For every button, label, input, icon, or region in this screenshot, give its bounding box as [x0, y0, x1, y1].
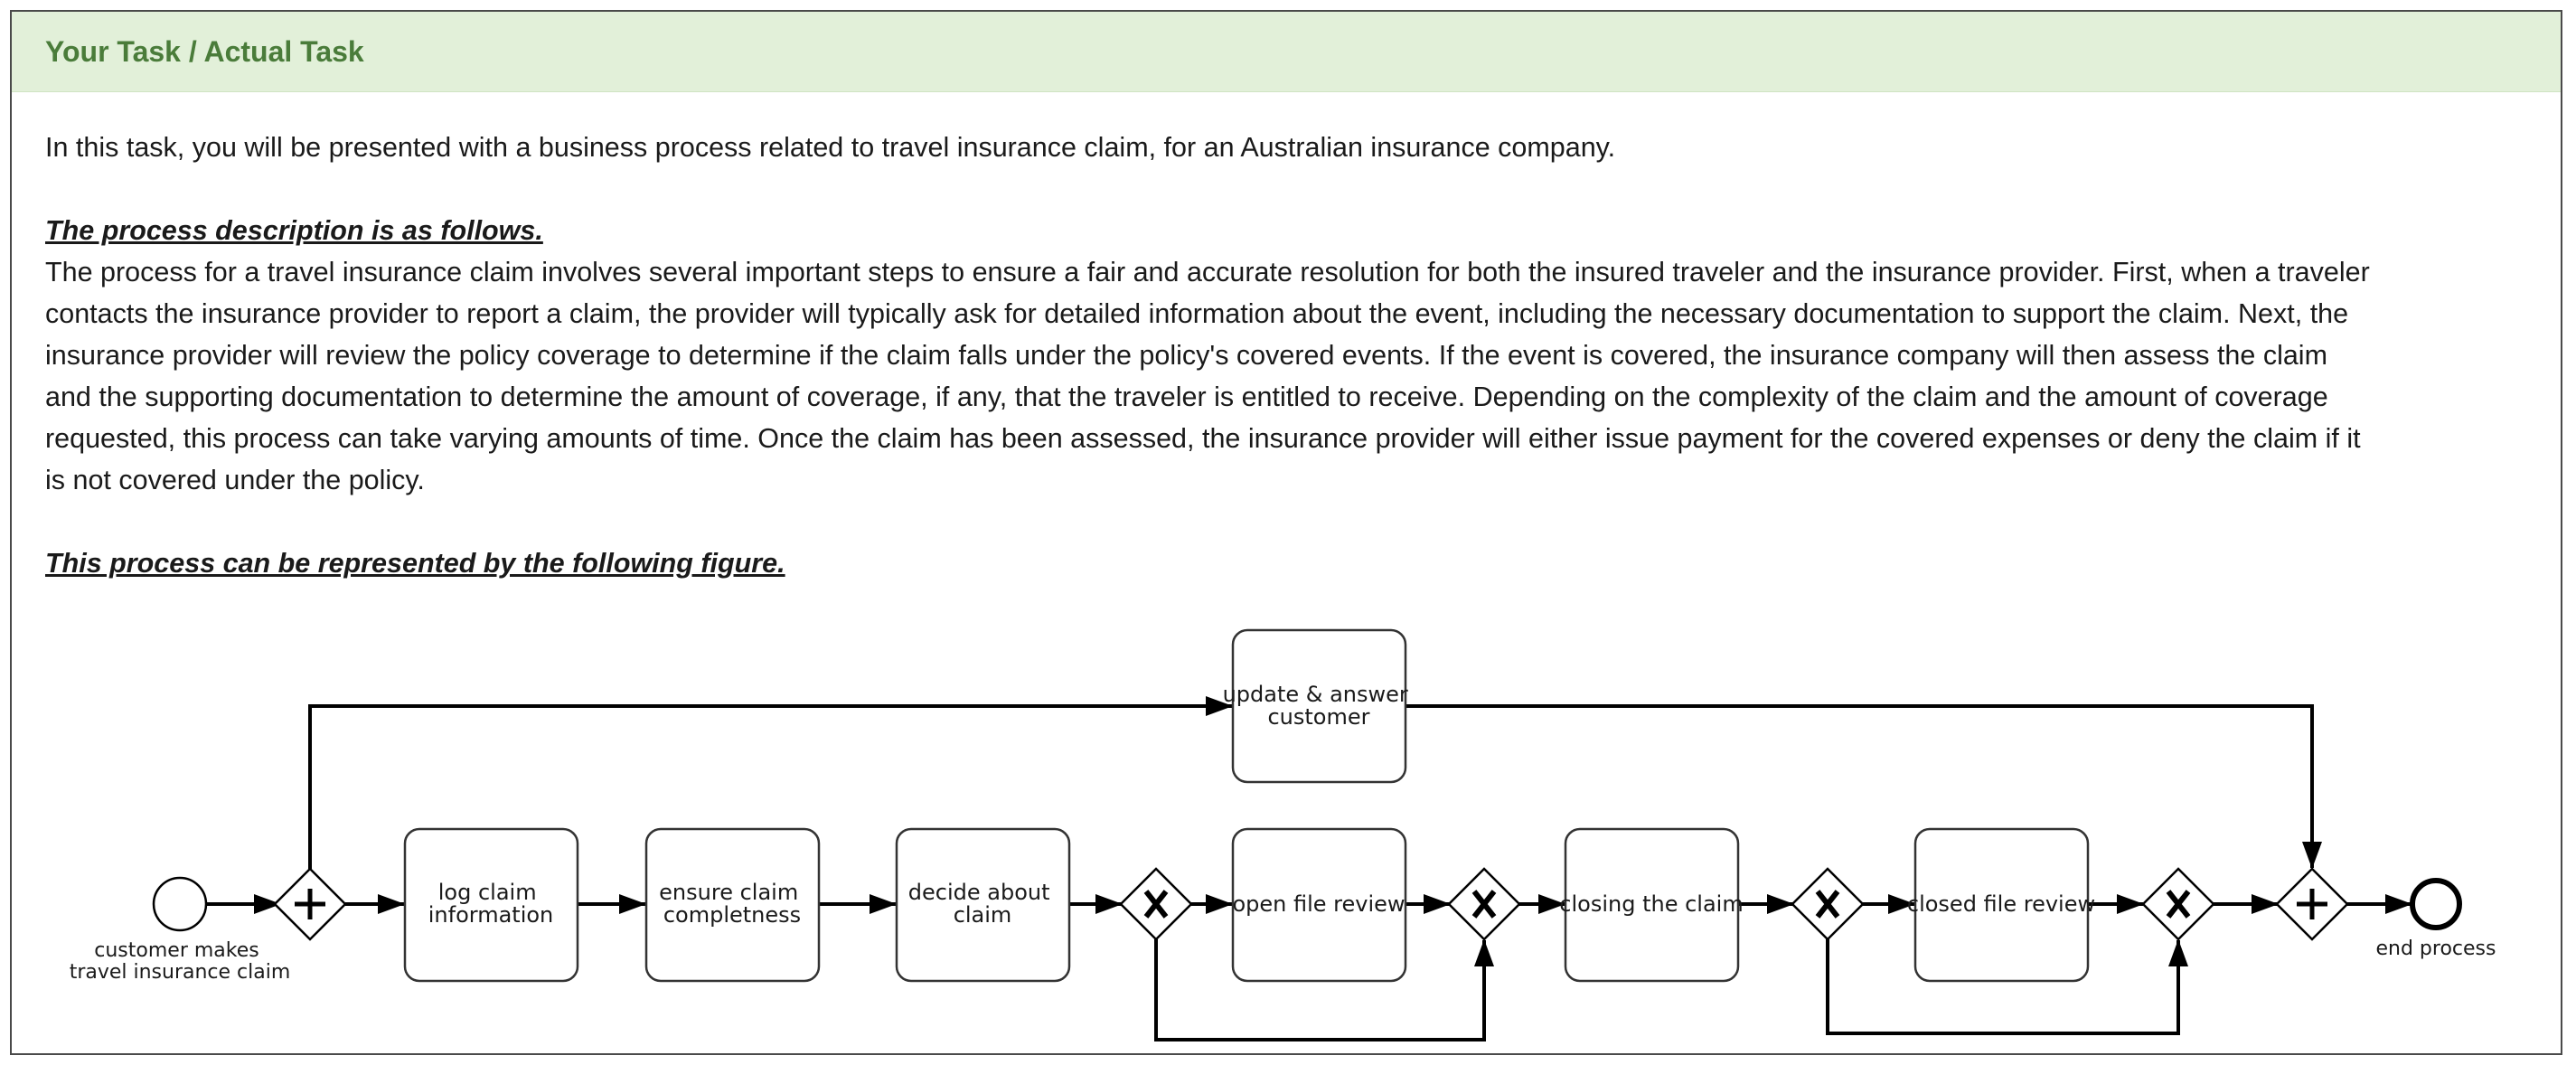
parallel-gateway-split: [273, 867, 347, 941]
start-event: [152, 876, 208, 932]
description-line: contacts the insurance provider to repor…: [45, 298, 2349, 329]
task-decide-claim: decide about claim: [895, 827, 1071, 983]
exclusive-gateway-1: [1119, 867, 1193, 941]
description-line: is not covered under the policy.: [45, 465, 425, 495]
task-content: In this task, you will be presented with…: [12, 127, 2561, 584]
svg-text:decide about claim: decide about claim: [908, 880, 1057, 928]
exclusive-gateway-4: [2141, 867, 2215, 941]
description-line: The process for a travel insurance claim…: [45, 257, 2370, 287]
svg-text:closed file review: closed file review: [1907, 891, 2095, 917]
exclusive-gateway-3: [1791, 867, 1865, 941]
task-ensure-claim: ensure claim completness: [644, 827, 821, 983]
description-line: requested, this process can take varying…: [45, 423, 2361, 454]
svg-text:ensure claim completness: ensure claim completness: [659, 880, 805, 928]
exclusive-gateway-2: [1447, 867, 1521, 941]
task-update-answer-customer: update & answer customer: [1223, 628, 1415, 784]
description-line: and the supporting documentation to dete…: [45, 382, 2328, 412]
end-event-label: end process: [2376, 938, 2496, 960]
flow-x3-x4-bypass: [1826, 939, 2188, 1035]
process-description: The process for a travel insurance claim…: [45, 251, 2527, 501]
task-open-file-review: open file review: [1231, 827, 1407, 983]
parallel-gateway-join: [2275, 867, 2349, 941]
task-closing-claim: closing the claim: [1559, 827, 1744, 983]
flow-x1-x2-bypass: [1154, 939, 1494, 1041]
flow-update-g2: [1406, 704, 2322, 869]
task-closed-file-review: closed file review: [1907, 827, 2095, 983]
task-log-claim: log claim information: [403, 827, 579, 983]
panel-header: Your Task / Actual Task: [12, 12, 2561, 92]
svg-text:log claim information: log claim information: [428, 880, 554, 928]
start-event-label: customer makes travel insurance claim: [70, 939, 291, 984]
end-event: [2410, 878, 2462, 930]
description-heading: The process description is as follows.: [45, 215, 543, 246]
intro-text: In this task, you will be presented with…: [45, 132, 1616, 163]
description-line: insurance provider will review the polic…: [45, 340, 2327, 371]
svg-text:update & answer customer: update & answer customer: [1223, 682, 1415, 730]
figure-heading: This process can be represented by the f…: [45, 548, 785, 579]
svg-text:closing the claim: closing the claim: [1559, 891, 1743, 917]
flow-g1-update: [308, 696, 1233, 869]
svg-text:open file review: open file review: [1232, 891, 1405, 917]
